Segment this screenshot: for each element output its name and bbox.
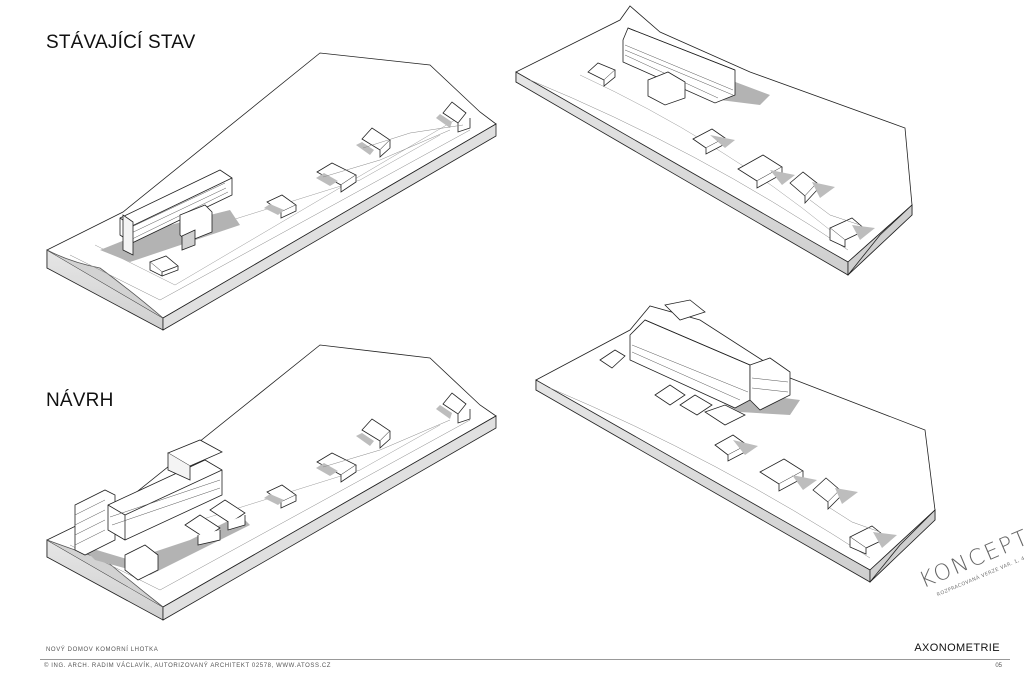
proposal-view-northeast [535,299,936,583]
copyright-text: © ING. ARCH. RADIM VÁCLAVÍK, AUTORIZOVAN… [44,663,332,669]
page-number: 05 [995,663,1002,669]
footer-divider [40,659,1010,660]
existing-state-title: STÁVAJÍCÍ STAV [46,32,196,53]
sheet-name: AXONOMETRIE [914,642,1000,654]
proposal-title: NÁVRH [46,390,114,411]
project-name: NOVÝ DOMOV KOMORNÍ LHOTKA [46,647,159,653]
proposal-view-southwest [46,344,497,621]
existing-view-northeast [515,5,913,276]
existing-view-southwest [46,52,497,331]
